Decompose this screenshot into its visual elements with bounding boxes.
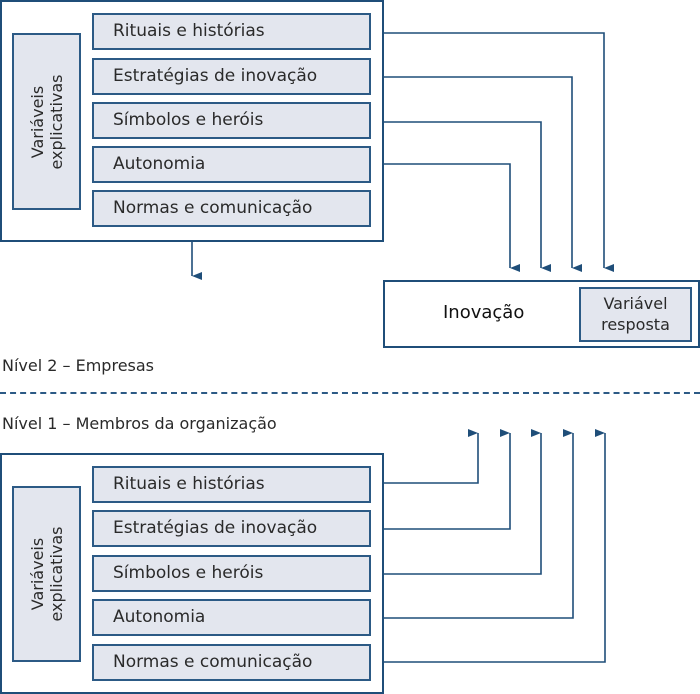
level2-item-simbolos: Símbolos e heróis bbox=[92, 102, 371, 139]
level1-item-estrategias: Estratégias de inovação bbox=[92, 510, 371, 547]
response-variable-line1: Variável bbox=[603, 294, 668, 313]
level2-explanatory-label-box: Variáveis explicativas bbox=[12, 33, 81, 210]
level1-item-simbolos: Símbolos e heróis bbox=[92, 555, 371, 592]
level2-item-autonomia: Autonomia bbox=[92, 146, 371, 183]
response-box: Inovação Variável resposta bbox=[383, 280, 700, 348]
response-variable-line2: resposta bbox=[601, 315, 670, 334]
level2-explanatory-label-line2: explicativas bbox=[46, 73, 66, 170]
level2-item-rituais: Rituais e histórias bbox=[92, 13, 371, 50]
level1-connector-3 bbox=[384, 429, 574, 619]
level1-explanatory-label-line2: explicativas bbox=[46, 526, 66, 622]
level1-item-normas: Normas e comunicação bbox=[92, 644, 371, 681]
level1-explanatory-label: Variáveis explicativas bbox=[27, 526, 66, 622]
level-divider bbox=[0, 392, 700, 394]
level2-connector-1 bbox=[384, 76, 582, 272]
level1-connector-0 bbox=[384, 429, 479, 484]
level1-title: Nível 1 – Membros da organização bbox=[2, 414, 277, 433]
level1-item-rituais: Rituais e histórias bbox=[92, 466, 371, 503]
level2-explanatory-label: Variáveis explicativas bbox=[27, 73, 66, 170]
level2-connector-3 bbox=[384, 163, 520, 272]
level1-item-autonomia: Autonomia bbox=[92, 599, 371, 636]
level1-connector-2 bbox=[384, 429, 542, 575]
level2-item-normas: Normas e comunicação bbox=[92, 190, 371, 227]
level2-item-estrategias: Estratégias de inovação bbox=[92, 58, 371, 95]
level2-connector-2 bbox=[384, 121, 551, 272]
response-title: Inovação bbox=[443, 302, 525, 323]
level1-connector-4 bbox=[384, 429, 606, 663]
level1-explanatory-label-box: Variáveis explicativas bbox=[12, 486, 81, 662]
level2-connector-0 bbox=[384, 32, 614, 272]
level2-title: Nível 2 – Empresas bbox=[2, 356, 155, 375]
response-variable-label: Variável resposta bbox=[579, 287, 692, 342]
level1-connector-1 bbox=[384, 429, 511, 530]
